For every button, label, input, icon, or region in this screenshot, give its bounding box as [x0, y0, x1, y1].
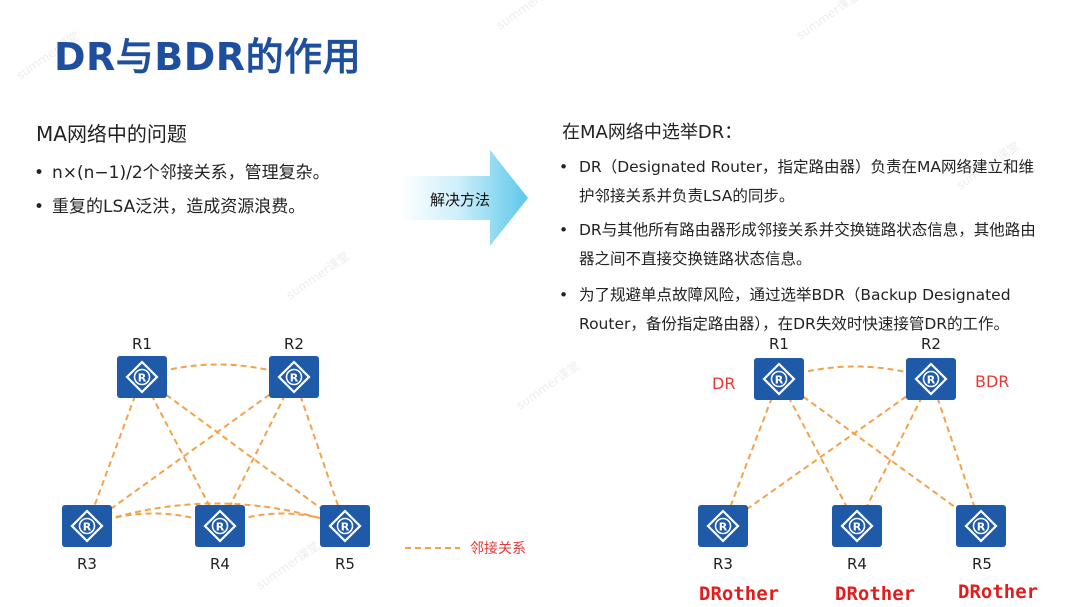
svg-text:R: R	[775, 374, 784, 387]
router-icon: R	[117, 356, 167, 398]
watermark: summer课堂	[254, 539, 322, 593]
router-icon: R	[269, 356, 319, 398]
router-icon: R	[320, 505, 370, 547]
svg-text:R: R	[977, 521, 986, 534]
right-bullet-line: Router，备份指定路由器），在DR失效时快速接管DR的工作。	[579, 315, 1010, 333]
right-adjacency-lines	[722, 365, 982, 527]
right-heading: 在MA网络中选举DR：	[562, 122, 743, 143]
router-icon: R	[698, 505, 748, 547]
bullet-dot: •	[34, 197, 45, 217]
router-icon: R	[62, 505, 112, 547]
router-icon: R	[956, 505, 1006, 547]
right-bullet-line: 器之间不直接交换链路状态信息。	[579, 250, 812, 268]
svg-text:R: R	[138, 372, 147, 385]
svg-text:R: R	[290, 372, 299, 385]
adjacency-link	[722, 378, 780, 527]
adjacency-link	[86, 502, 346, 527]
router-icon: R	[754, 358, 804, 400]
dr-role-label: DR	[712, 374, 735, 393]
r3-role-label: DRother	[699, 583, 779, 605]
adjacency-link	[293, 376, 346, 527]
router-icon: R	[195, 505, 245, 547]
left-r5-label: R5	[335, 555, 355, 573]
right-r4-label: R4	[847, 555, 867, 573]
left-bullet-text: n×(n−1)/2个邻接关系，管理复杂。	[52, 163, 330, 183]
adjacency-link	[219, 376, 295, 527]
left-bullet: • 重复的LSA泛洪，造成资源浪费。	[34, 192, 305, 217]
page-title: DR与BDR的作用	[54, 35, 362, 79]
right-bullet-line: 为了规避单点故障风险，通过选举BDR（Backup Designated	[579, 286, 1011, 304]
r4-role-label: DRother	[835, 583, 915, 605]
adjacency-link	[856, 378, 932, 527]
svg-text:R: R	[83, 521, 92, 534]
right-bullet-line: DR与其他所有路由器形成邻接关系并交换链路状态信息，其他路由	[579, 221, 1036, 239]
adjacency-link	[141, 376, 346, 527]
svg-text:R: R	[341, 521, 350, 534]
router-icon: R	[832, 505, 882, 547]
right-r2-label: R2	[921, 335, 941, 353]
adjacency-link	[86, 376, 295, 527]
svg-text:R: R	[216, 521, 225, 534]
bdr-role-label: BDR	[975, 372, 1009, 391]
svg-text:R: R	[853, 521, 862, 534]
svg-text:R: R	[719, 521, 728, 534]
left-heading: MA网络中的问题	[36, 122, 187, 146]
router-icon: R	[906, 358, 956, 400]
solution-label: 解决方法	[430, 191, 491, 209]
bullet-dot: •	[559, 158, 569, 176]
left-r4-label: R4	[210, 555, 230, 573]
bullet-dot: •	[34, 163, 45, 183]
router-icons: R R R R R R R R R R	[62, 356, 1006, 547]
bullet-dot: •	[559, 286, 569, 304]
adjacency-link	[722, 378, 932, 527]
right-r5-label: R5	[972, 555, 992, 573]
adjacency-link	[778, 378, 858, 527]
svg-text:R: R	[927, 374, 936, 387]
right-bullet-line: DR（Designated Router，指定路由器）负责在MA网络建立和维	[579, 158, 1034, 176]
right-r3-label: R3	[713, 555, 733, 573]
left-r2-label: R2	[284, 335, 304, 353]
right-bullet-line: 护邻接关系并负责LSA的同步。	[579, 187, 795, 205]
right-bullet: • DR与其他所有路由器形成邻接关系并交换链路状态信息，其他路由 器之间不直接交…	[559, 216, 1087, 274]
watermark: summer课堂	[514, 359, 582, 413]
left-bullet-text: 重复的LSA泛洪，造成资源浪费。	[52, 197, 306, 217]
left-r3-label: R3	[77, 555, 97, 573]
right-bullet: • 为了规避单点故障风险，通过选举BDR（Backup Designated R…	[559, 281, 1087, 339]
adjacency-link	[86, 376, 143, 527]
r5-role-label: DRother	[958, 581, 1038, 603]
adjacency-link	[778, 378, 982, 527]
left-bullet: • n×(n−1)/2个邻接关系，管理复杂。	[34, 158, 330, 183]
right-bullet: • DR（Designated Router，指定路由器）负责在MA网络建立和维…	[559, 153, 1087, 211]
adjacency-link	[141, 376, 221, 527]
left-r1-label: R1	[132, 335, 152, 353]
watermark: summer课堂	[494, 0, 562, 32]
legend-label: 邻接关系	[470, 540, 526, 557]
watermark: summer课堂	[794, 0, 862, 42]
right-r1-label: R1	[769, 335, 789, 353]
watermark: summer课堂	[284, 249, 352, 303]
bullet-dot: •	[559, 221, 569, 239]
adjacency-link	[930, 378, 982, 527]
solution-arrow-icon	[400, 150, 528, 246]
